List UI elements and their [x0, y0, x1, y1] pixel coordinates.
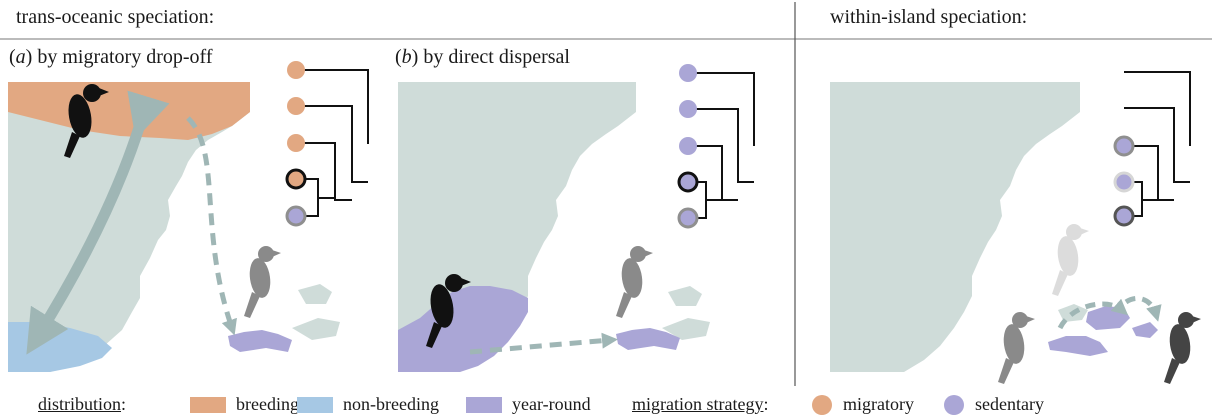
island-year-round	[228, 330, 292, 352]
trans-oceanic-title: trans-oceanic speciation:	[16, 6, 215, 28]
island-year-round	[1132, 322, 1158, 338]
island-medium	[292, 318, 340, 340]
panel-a-map	[8, 61, 369, 372]
within-island-title: within-island speciation:	[830, 6, 1028, 28]
phylogeny-node-sedentary-ancestor	[677, 171, 699, 193]
dispersal-arrow	[469, 332, 618, 355]
phylogeny-node-migratory	[287, 134, 305, 152]
phylogeny-node-migratory	[287, 97, 305, 115]
phylogeny-node-sedentary	[679, 64, 697, 82]
legend-strategy-label: migration strategy:	[632, 394, 769, 414]
island-small	[668, 286, 702, 306]
migration-route-arrow	[26, 90, 170, 355]
migratory-bird-silhouette	[64, 84, 109, 158]
legend-sedentary-label: sedentary	[975, 394, 1044, 414]
legend-swatch-non-breeding	[297, 397, 333, 413]
legend: distribution: breeding non-breeding year…	[0, 392, 1212, 418]
legend-dot-sedentary	[944, 395, 964, 415]
dispersal-arrow	[186, 116, 237, 336]
island-year-round	[1048, 336, 1108, 356]
sedentary-bird-silhouette	[998, 312, 1035, 384]
phylogeny-tree-b	[688, 72, 755, 219]
island-year-round	[1086, 306, 1130, 330]
phylogeny-node-sedentary	[677, 207, 699, 229]
legend-year-round-label: year-round	[512, 394, 591, 414]
phylogeny-node-sedentary	[285, 205, 307, 227]
dispersal-arrow	[1124, 296, 1162, 322]
phylogeny-node-migratory	[287, 61, 305, 79]
phylogeny-node-sedentary	[1113, 135, 1135, 157]
legend-dot-migratory	[812, 395, 832, 415]
legend-distribution-label: distribution:	[38, 394, 127, 414]
sedentary-bird-silhouette	[244, 246, 281, 318]
panel-a-title: (a) by migratory drop-off	[9, 46, 213, 68]
phylogeny-node-sedentary	[679, 137, 697, 155]
phylogeny-tree-a	[296, 69, 369, 217]
dispersal-arrow	[1057, 298, 1129, 330]
island-year-round	[616, 328, 680, 350]
phylogeny-node-sedentary	[1113, 171, 1135, 193]
phylogeny-node-sedentary	[679, 100, 697, 118]
phylogeny-node-sedentary	[1113, 205, 1135, 227]
legend-migratory-label: migratory	[843, 394, 914, 414]
phylogeny-node-migratory-ancestor	[285, 168, 307, 190]
panel-c-map	[830, 71, 1201, 384]
legend-swatch-year-round	[466, 397, 502, 413]
panel-b-title: (b) by direct dispersal	[395, 46, 570, 68]
sedentary-bird-silhouette	[1052, 224, 1089, 296]
legend-non-breeding-label: non-breeding	[343, 394, 439, 414]
legend-breeding-label: breeding	[236, 394, 299, 414]
sedentary-bird-silhouette	[426, 274, 471, 348]
sedentary-bird-silhouette	[1164, 312, 1201, 384]
mainland-landmass	[830, 82, 1080, 372]
island-medium	[662, 318, 710, 340]
island-small	[298, 284, 332, 304]
sedentary-bird-silhouette	[616, 246, 653, 318]
panel-b-map	[398, 64, 755, 372]
legend-swatch-breeding	[190, 397, 226, 413]
